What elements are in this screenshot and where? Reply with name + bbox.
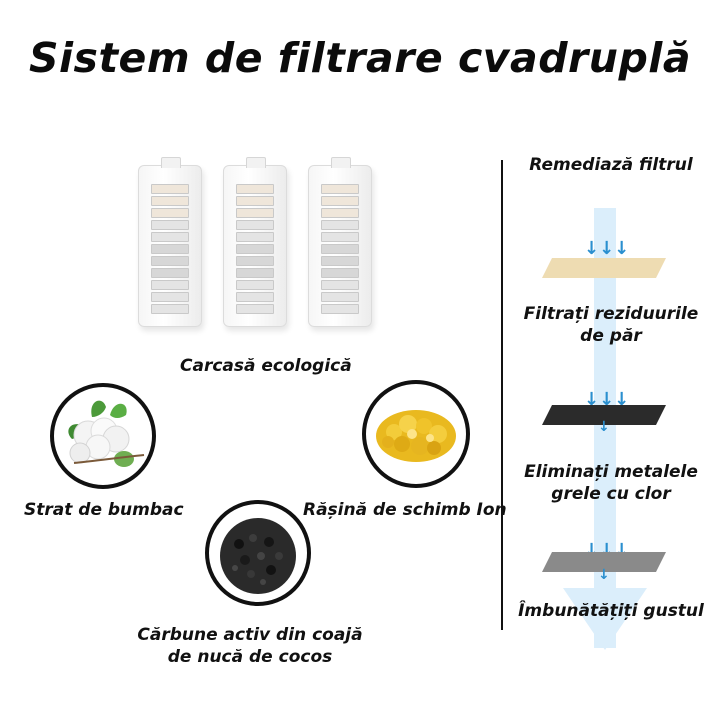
step1-line2: de păr <box>580 326 642 346</box>
step1-line1: Filtrați reziduurile <box>523 304 699 324</box>
down-arrow-icon: ↓↓↓ <box>584 389 630 410</box>
carbon-label-line1: Cărbune activ din coajă <box>137 625 363 645</box>
step2-label: Eliminați metalele grele cu clor <box>503 461 719 505</box>
housing-label: Carcasă ecologică <box>180 356 352 376</box>
carbon-image <box>205 500 311 606</box>
process-heading: Remediază filtrul <box>529 155 693 175</box>
filter-cartridge <box>138 157 202 327</box>
water-flow <box>594 208 616 648</box>
cotton-icon <box>68 400 145 467</box>
carbon-label-line2: de nucă de cocos <box>167 647 333 667</box>
down-arrow-icon: ↓ <box>598 567 610 583</box>
resin-image <box>362 380 470 488</box>
down-arrow-icon: ↓↓↓ <box>584 238 630 259</box>
filter-cartridge <box>308 157 372 327</box>
beige-filter-layer <box>542 258 666 278</box>
cotton-image <box>50 383 156 489</box>
divider <box>501 160 503 630</box>
filter-cartridge <box>223 157 287 327</box>
resin-label: Rășină de schimb Ion <box>303 500 507 520</box>
step3-label: Îmbunătățiți gustul <box>518 601 704 621</box>
black-filter-layer <box>542 405 666 425</box>
filter-cartridges <box>130 155 380 330</box>
carbon-label: Cărbune activ din coajă de nucă de cocos <box>130 624 370 668</box>
step1-label: Filtrați reziduurile de păr <box>503 303 719 347</box>
water-flow-arrow <box>563 588 647 650</box>
down-arrow-icon: ↓ <box>598 419 610 435</box>
grey-filter-layer <box>542 552 666 572</box>
step2-line2: grele cu clor <box>551 484 671 504</box>
cotton-label: Strat de bumbac <box>24 500 184 520</box>
step2-line1: Eliminați metalele <box>524 462 698 482</box>
carbon-icon <box>220 518 296 594</box>
resin-icon <box>376 410 456 462</box>
page-title: Sistem de filtrare cvadruplă <box>28 34 692 82</box>
